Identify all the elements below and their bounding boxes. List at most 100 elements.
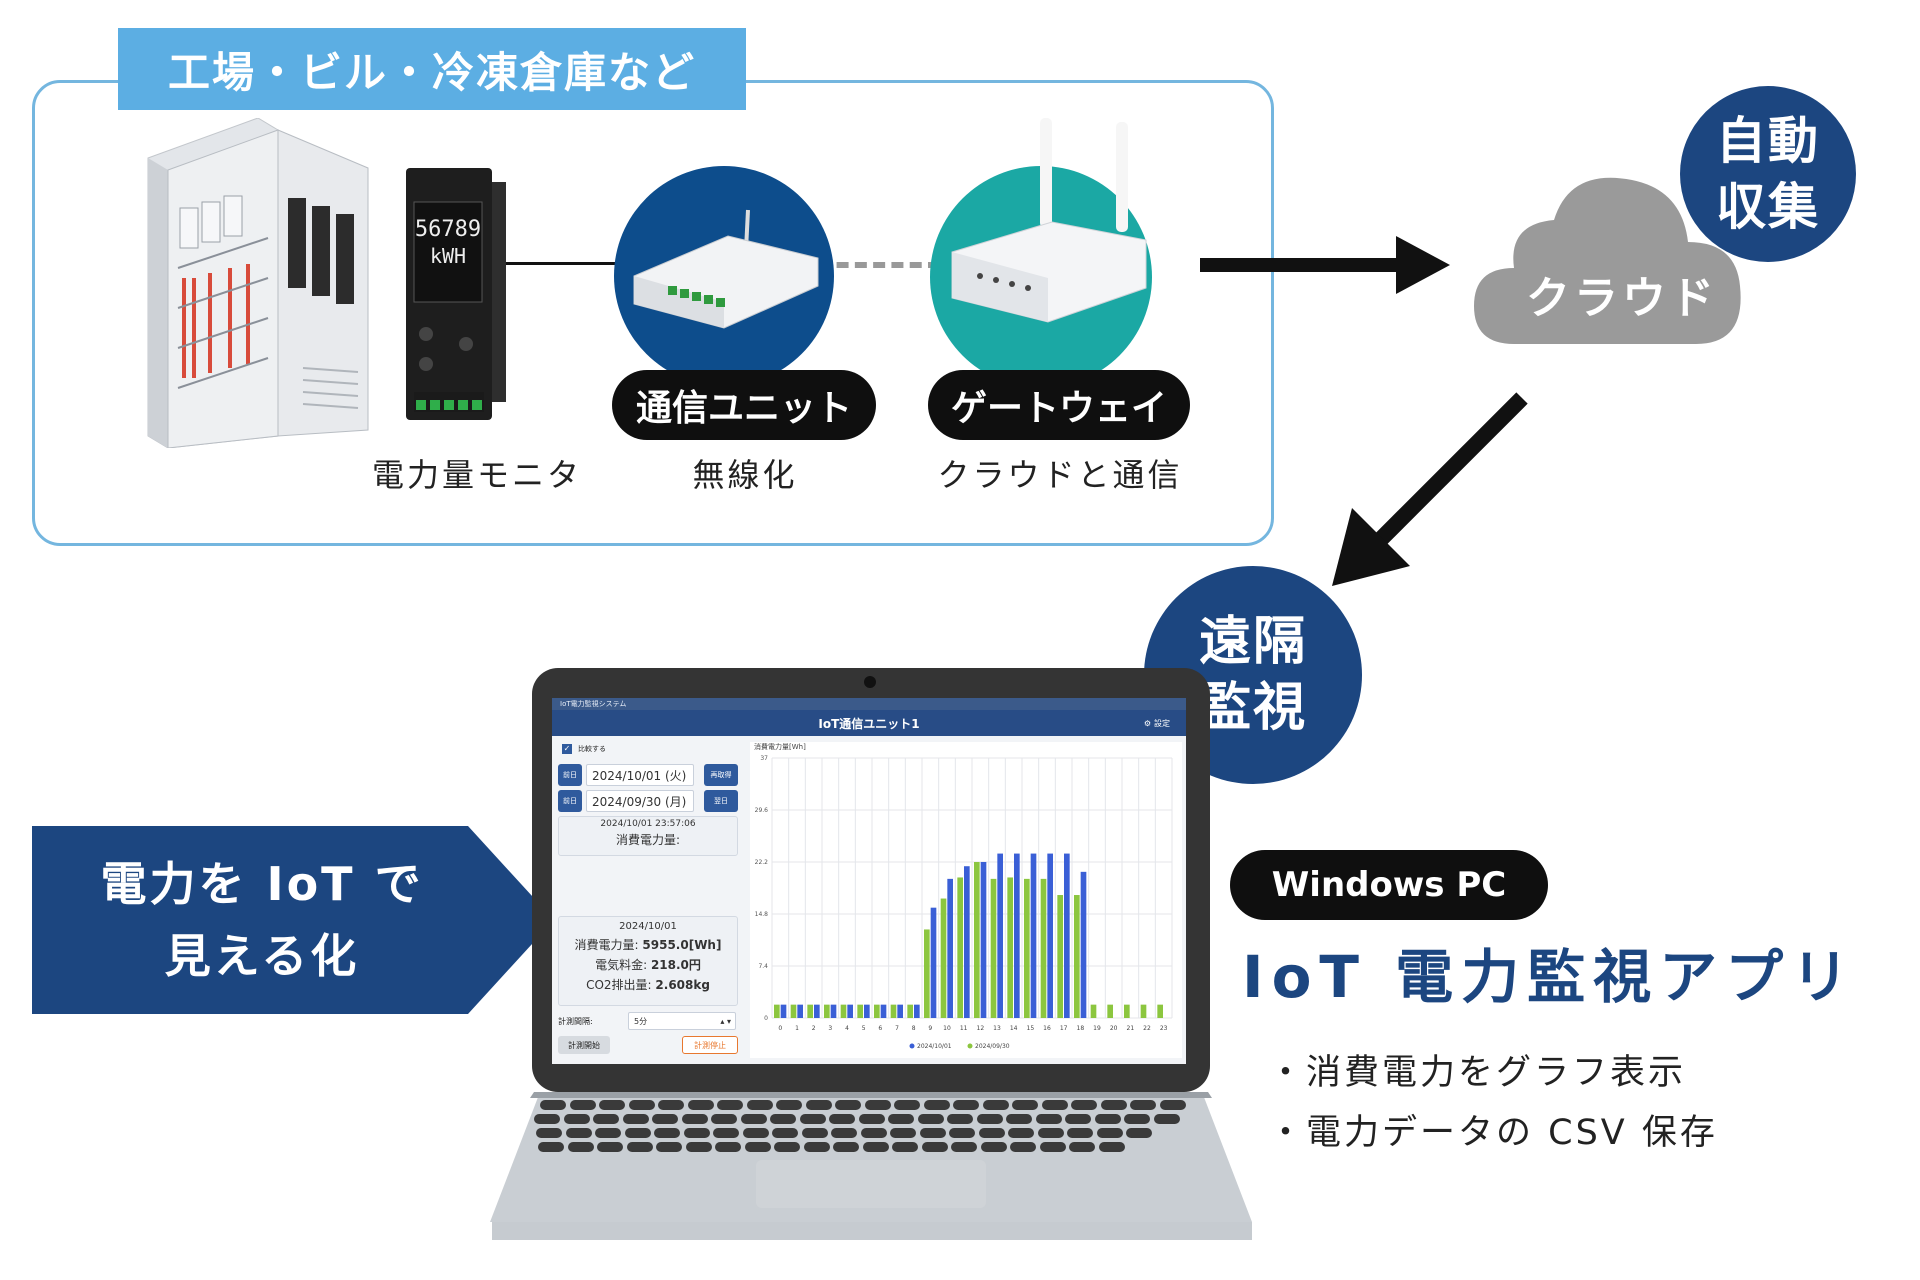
- keyboard-key: [1065, 1114, 1091, 1124]
- keyboard-key: [1067, 1128, 1093, 1138]
- date-field-1[interactable]: 2024/10/01 (火): [586, 764, 694, 786]
- keyboard-key: [536, 1128, 562, 1138]
- visualize-banner-shape: [32, 826, 554, 1014]
- auto-collect-line2: 収集: [1716, 178, 1820, 236]
- x-tick-label: 22: [1143, 1025, 1151, 1032]
- keyboard-key: [1041, 1100, 1068, 1110]
- prev-day-button-2[interactable]: 前日: [558, 790, 582, 812]
- keyboard-key: [687, 1100, 714, 1110]
- cloud-label: クラウド: [1526, 273, 1718, 324]
- date-field-2[interactable]: 2024/09/30 (月): [586, 790, 694, 812]
- keyboard-key: [1130, 1100, 1156, 1110]
- keyboard-key: [597, 1142, 623, 1152]
- keyboard-key: [628, 1100, 655, 1110]
- compare-label: 比較する: [578, 745, 606, 753]
- x-tick-label: 11: [960, 1025, 968, 1032]
- legend-marker: [909, 1043, 915, 1049]
- chart-bar: [1157, 1004, 1163, 1018]
- stepper-arrows-icon[interactable]: ▴ ▾: [720, 1016, 731, 1026]
- keyboard-key: [1098, 1142, 1125, 1152]
- chart-bar: [830, 1004, 837, 1018]
- legend-label: 2024/09/30: [975, 1043, 1010, 1050]
- control-panel: ✓ 比較する 前日 2024/10/01 (火) 再取得 前日 2024/09/…: [558, 742, 744, 1058]
- keyboard-key: [711, 1114, 737, 1124]
- chart-bar: [947, 878, 953, 1018]
- keyboard-key: [805, 1100, 832, 1110]
- x-tick-label: 23: [1160, 1025, 1168, 1032]
- chart-bar: [774, 1004, 780, 1018]
- checkbox-checked-icon[interactable]: ✓: [562, 744, 572, 754]
- x-tick-label: 10: [943, 1025, 951, 1032]
- keyboard-key: [1010, 1142, 1036, 1152]
- keyboard-key: [652, 1114, 678, 1124]
- x-tick-label: 12: [977, 1025, 985, 1032]
- summary-cost-label: 電気料金:: [595, 958, 648, 972]
- summary-co2-label: CO2排出量:: [586, 978, 652, 992]
- reload-button[interactable]: 再取得: [704, 764, 738, 786]
- app-window: IoT電力監視システム IoT通信ユニット1 ⚙設定 ✓ 比較する 前日 202…: [552, 698, 1186, 1064]
- keyboard-key: [1124, 1114, 1150, 1124]
- live-power-label: 消費電力量:: [615, 833, 681, 847]
- summary-power-value: 5955.0[Wh]: [642, 938, 722, 952]
- app-title: IoT 電力監視アプリ: [1242, 943, 1858, 1011]
- keyboard-key: [1035, 1114, 1062, 1124]
- gateway-image: [951, 118, 1147, 323]
- keyboard: [534, 1100, 1200, 1156]
- keyboard-key: [803, 1142, 830, 1152]
- unit-title: IoT通信ユニット1: [818, 716, 920, 731]
- window-title-bar: IoT電力監視システム: [552, 698, 1186, 710]
- stop-measure-button[interactable]: 計測停止: [682, 1036, 738, 1054]
- interval-select[interactable]: 5分 ▴ ▾: [628, 1012, 736, 1030]
- chart-bar: [1024, 878, 1030, 1018]
- interval-value: 5分: [634, 1016, 648, 1026]
- keyboard-key: [1159, 1100, 1186, 1110]
- wireless-link-line: [800, 262, 940, 268]
- keyboard-key: [947, 1114, 973, 1124]
- keyboard-key: [713, 1128, 739, 1138]
- auto-collect-badge: 自動 収集: [1680, 86, 1856, 262]
- settings-label: 設定: [1154, 718, 1170, 728]
- keyboard-key: [1094, 1114, 1121, 1124]
- keyboard-key: [831, 1128, 857, 1138]
- chart-bar: [974, 862, 980, 1018]
- keyboard-key: [1006, 1114, 1032, 1124]
- chart-bar: [957, 877, 963, 1018]
- summary-power: 消費電力量: 5955.0[Wh]: [559, 935, 737, 955]
- y-tick-label: 22.2: [755, 859, 769, 866]
- chart-bar: [1064, 853, 1070, 1018]
- remote-monitor-line2: 監視: [1198, 678, 1307, 738]
- chart-bar: [907, 1004, 913, 1018]
- arrow-to-pc: [1332, 392, 1528, 586]
- x-tick-label: 9: [928, 1025, 932, 1032]
- y-tick-label: 7.4: [758, 963, 768, 970]
- keyboard-key: [595, 1128, 621, 1138]
- keyboard-key: [567, 1142, 594, 1152]
- chart-bar: [980, 862, 987, 1018]
- keyboard-key: [622, 1114, 649, 1124]
- keyboard-key: [833, 1142, 859, 1152]
- x-tick-label: 15: [1027, 1025, 1035, 1032]
- x-tick-label: 21: [1127, 1025, 1135, 1032]
- x-tick-label: 0: [778, 1025, 782, 1032]
- chart-bar: [1090, 1004, 1097, 1018]
- keyboard-key: [919, 1128, 946, 1138]
- x-tick-label: 1: [795, 1025, 799, 1032]
- chart-bar: [814, 1004, 820, 1018]
- start-measure-button[interactable]: 計測開始: [558, 1036, 610, 1054]
- keyboard-key: [569, 1100, 596, 1110]
- chart-bar: [990, 878, 997, 1018]
- keyboard-key: [917, 1114, 944, 1124]
- settings-button[interactable]: ⚙設定: [1144, 710, 1170, 736]
- prev-day-button-1[interactable]: 前日: [558, 764, 582, 786]
- laptop-base: [490, 1092, 1252, 1222]
- auto-collect-line1: 自動: [1716, 112, 1820, 170]
- keyboard-key: [951, 1142, 977, 1152]
- keyboard-key: [534, 1114, 560, 1124]
- compare-toggle[interactable]: ✓ 比較する: [562, 744, 606, 754]
- x-tick-label: 16: [1043, 1025, 1051, 1032]
- keyboard-key: [540, 1100, 566, 1110]
- next-day-button[interactable]: 翌日: [704, 790, 738, 812]
- chart-bar: [924, 929, 930, 1018]
- keyboard-key: [982, 1100, 1009, 1110]
